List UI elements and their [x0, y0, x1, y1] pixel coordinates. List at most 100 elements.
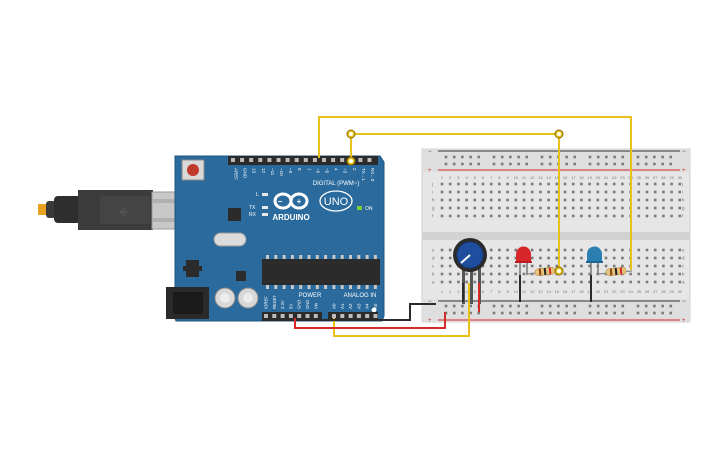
- breadboard-hole[interactable]: [514, 256, 518, 260]
- breadboard-hole[interactable]: [506, 206, 509, 210]
- digital-pin-hole[interactable]: [285, 158, 290, 162]
- breadboard-hole[interactable]: [473, 206, 477, 210]
- rail-hole[interactable]: [469, 155, 472, 159]
- breadboard-hole[interactable]: [539, 256, 542, 260]
- rail-hole[interactable]: [653, 162, 656, 166]
- breadboard-hole[interactable]: [637, 256, 641, 260]
- breadboard-hole[interactable]: [596, 214, 600, 218]
- rail-hole[interactable]: [605, 162, 608, 166]
- breadboard-hole[interactable]: [670, 272, 673, 276]
- breadboard-hole[interactable]: [489, 190, 493, 194]
- breadboard-hole[interactable]: [604, 280, 608, 284]
- breadboard[interactable]: 1122334455667788991010111112121313141415…: [421, 148, 691, 324]
- breadboard-hole[interactable]: [588, 272, 591, 276]
- rail-hole[interactable]: [596, 311, 600, 315]
- breadboard-hole[interactable]: [539, 280, 542, 284]
- digital-pin-hole[interactable]: [331, 158, 336, 162]
- breadboard-hole[interactable]: [604, 264, 608, 268]
- rail-hole[interactable]: [509, 155, 512, 159]
- breadboard-hole[interactable]: [563, 272, 567, 276]
- breadboard-hole[interactable]: [678, 256, 682, 260]
- breadboard-hole[interactable]: [473, 182, 477, 186]
- breadboard-hole[interactable]: [514, 272, 518, 276]
- breadboard-hole[interactable]: [498, 198, 501, 202]
- breadboard-hole[interactable]: [662, 214, 665, 218]
- breadboard-hole[interactable]: [637, 272, 641, 276]
- rail-hole[interactable]: [517, 155, 520, 159]
- breadboard-hole[interactable]: [637, 182, 641, 186]
- breadboard-hole[interactable]: [621, 280, 624, 284]
- rail-hole[interactable]: [540, 155, 544, 159]
- breadboard-hole[interactable]: [571, 272, 575, 276]
- breadboard-hole[interactable]: [588, 264, 591, 268]
- rail-hole[interactable]: [540, 304, 544, 308]
- breadboard-hole[interactable]: [629, 280, 632, 284]
- rail-hole[interactable]: [636, 155, 640, 159]
- breadboard-hole[interactable]: [637, 248, 641, 252]
- rail-hole[interactable]: [548, 311, 552, 315]
- breadboard-hole[interactable]: [678, 264, 682, 268]
- breadboard-hole[interactable]: [498, 190, 501, 194]
- breadboard-hole[interactable]: [530, 214, 534, 218]
- breadboard-hole[interactable]: [539, 198, 542, 202]
- breadboard-hole[interactable]: [612, 256, 616, 260]
- breadboard-hole[interactable]: [514, 182, 518, 186]
- breadboard-hole[interactable]: [612, 198, 616, 202]
- breadboard-hole[interactable]: [498, 256, 501, 260]
- breadboard-hole[interactable]: [596, 198, 600, 202]
- breadboard-hole[interactable]: [580, 182, 583, 186]
- rail-hole[interactable]: [588, 162, 592, 166]
- breadboard-hole[interactable]: [473, 198, 477, 202]
- breadboard-hole[interactable]: [596, 206, 600, 210]
- breadboard-hole[interactable]: [604, 248, 608, 252]
- rail-hole[interactable]: [477, 162, 481, 166]
- rail-hole[interactable]: [573, 311, 577, 315]
- breadboard-hole[interactable]: [522, 190, 526, 194]
- rail-hole[interactable]: [452, 304, 456, 308]
- breadboard-hole[interactable]: [448, 248, 452, 252]
- breadboard-hole[interactable]: [637, 190, 641, 194]
- breadboard-hole[interactable]: [662, 248, 665, 252]
- breadboard-hole[interactable]: [637, 214, 641, 218]
- breadboard-hole[interactable]: [547, 190, 550, 194]
- breadboard-hole[interactable]: [678, 182, 682, 186]
- breadboard-hole[interactable]: [547, 256, 550, 260]
- breadboard-hole[interactable]: [604, 214, 608, 218]
- breadboard-hole[interactable]: [555, 256, 559, 260]
- breadboard-hole[interactable]: [555, 248, 559, 252]
- breadboard-hole[interactable]: [522, 198, 526, 202]
- analog-pin-hole[interactable]: [373, 314, 378, 318]
- breadboard-hole[interactable]: [498, 182, 501, 186]
- breadboard-hole[interactable]: [539, 190, 542, 194]
- breadboard-hole[interactable]: [563, 248, 567, 252]
- breadboard-hole[interactable]: [539, 214, 542, 218]
- breadboard-hole[interactable]: [440, 214, 444, 218]
- breadboard-hole[interactable]: [571, 206, 575, 210]
- breadboard-hole[interactable]: [580, 264, 583, 268]
- rail-hole[interactable]: [517, 304, 520, 308]
- breadboard-hole[interactable]: [448, 264, 452, 268]
- power-pin-hole[interactable]: [272, 314, 277, 318]
- breadboard-hole[interactable]: [465, 280, 468, 284]
- breadboard-hole[interactable]: [498, 214, 501, 218]
- rail-hole[interactable]: [492, 162, 496, 166]
- breadboard-hole[interactable]: [637, 280, 641, 284]
- breadboard-hole[interactable]: [678, 272, 682, 276]
- breadboard-hole[interactable]: [563, 264, 567, 268]
- rail-hole[interactable]: [565, 304, 568, 308]
- breadboard-hole[interactable]: [580, 272, 583, 276]
- breadboard-hole[interactable]: [621, 198, 624, 202]
- rail-hole[interactable]: [517, 162, 520, 166]
- breadboard-hole[interactable]: [457, 198, 460, 202]
- rail-hole[interactable]: [565, 155, 568, 159]
- rail-hole[interactable]: [669, 155, 673, 159]
- breadboard-hole[interactable]: [489, 214, 493, 218]
- rail-hole[interactable]: [644, 162, 648, 166]
- rail-hole[interactable]: [573, 155, 577, 159]
- rail-hole[interactable]: [540, 162, 544, 166]
- breadboard-hole[interactable]: [506, 256, 509, 260]
- breadboard-hole[interactable]: [662, 264, 665, 268]
- rail-hole[interactable]: [492, 311, 496, 315]
- breadboard-hole[interactable]: [555, 182, 559, 186]
- breadboard-hole[interactable]: [621, 264, 624, 268]
